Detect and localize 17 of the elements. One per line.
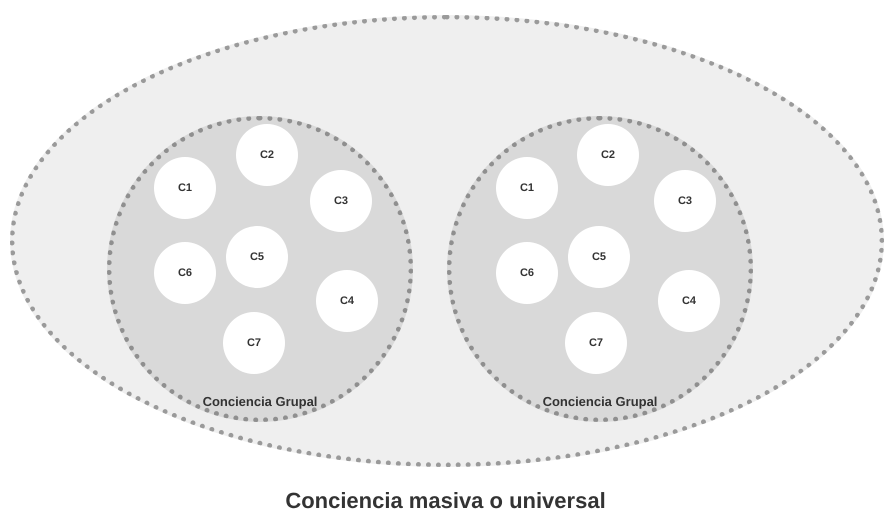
member-circle: C1 — [154, 157, 216, 219]
member-circle: C4 — [316, 270, 378, 332]
member-circle: C7 — [223, 312, 285, 374]
member-circle: C3 — [654, 170, 716, 232]
member-circle: C5 — [568, 226, 630, 288]
member-circle: C5 — [226, 226, 288, 288]
group-label: Conciencia Grupal — [542, 394, 658, 409]
member-circle: C3 — [310, 170, 372, 232]
ellipse-label: Conciencia masiva o universal — [284, 488, 607, 514]
member-circle: C6 — [154, 242, 216, 304]
member-circle: C1 — [496, 157, 558, 219]
member-circle: C7 — [565, 312, 627, 374]
member-circle: C2 — [577, 124, 639, 186]
member-circle: C6 — [496, 242, 558, 304]
group-label: Conciencia Grupal — [202, 394, 318, 409]
member-circle: C2 — [236, 124, 298, 186]
member-circle: C4 — [658, 270, 720, 332]
